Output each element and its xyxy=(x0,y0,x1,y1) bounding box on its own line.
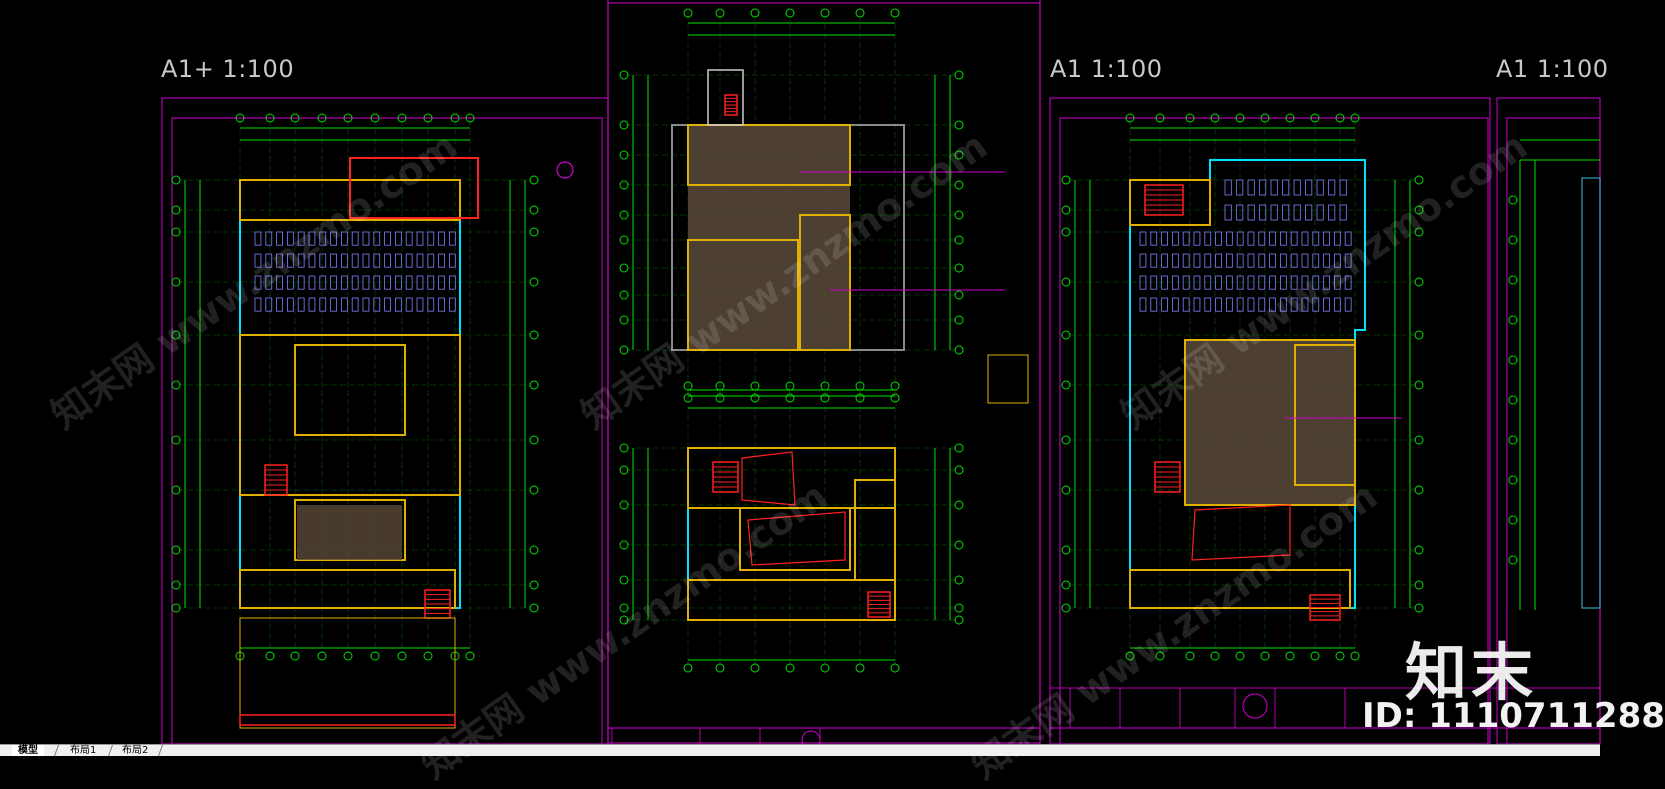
floor-plan-middle-top xyxy=(619,8,1029,404)
cad-drawing-canvas[interactable] xyxy=(0,0,1601,750)
floor-plan-left xyxy=(171,113,574,729)
tab-separator xyxy=(157,745,164,756)
title-block-right xyxy=(1050,687,1600,728)
tab-separator xyxy=(53,745,60,756)
tab-layout-1[interactable]: 布局1 xyxy=(70,745,97,756)
sheet-scale-right: A1 1:100 xyxy=(1050,55,1163,83)
tab-layout-2[interactable]: 布局2 xyxy=(122,745,149,756)
sheet-frames xyxy=(161,0,1601,745)
sheet-scale-far-right: A1 1:100 xyxy=(1496,55,1609,83)
sheet-scale-left: A1+ 1:100 xyxy=(161,55,295,83)
layout-tab-bar: 模型 布局1 布局2 xyxy=(0,744,1600,756)
floor-plan-middle-bottom xyxy=(619,381,964,673)
tab-separator xyxy=(107,745,114,756)
floor-plan-right xyxy=(1061,113,1424,661)
tab-model[interactable]: 模型 xyxy=(12,745,44,756)
id-watermark: ID: 1110711288 xyxy=(1362,696,1665,736)
brand-watermark: 知末 xyxy=(1405,636,1538,709)
floor-plan-far-right xyxy=(1508,139,1601,610)
